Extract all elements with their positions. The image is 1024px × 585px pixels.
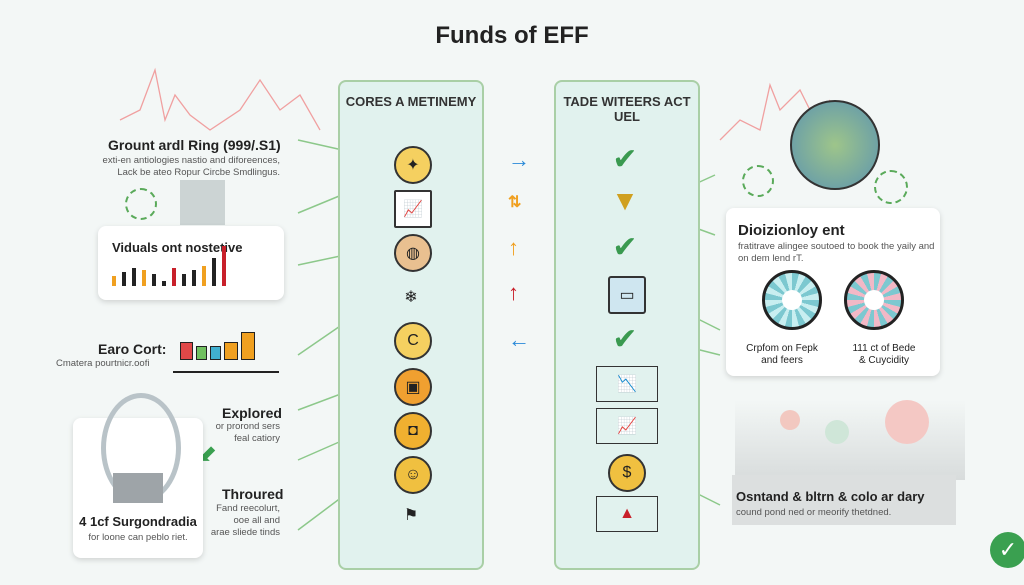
note-desc: cound pond ned or meorify thetdned. [736,507,892,518]
city-illustration [735,400,965,480]
bottom-note: Osntand & bltrn & colo ar dary cound pon… [732,475,956,525]
desc-line: Fand reecolurt, [216,503,280,514]
arrow-left-icon: ← [508,327,530,352]
bar-chart-card: Viduals ont nostetive [98,226,284,300]
leaf-icon [742,165,774,197]
panel-header: TADE WITEERS ACT UEL [563,94,691,124]
note-title: Osntand & bltrn & colo ar dary [736,489,925,504]
check-badge-icon[interactable]: ✓ [990,532,1024,568]
card-title: Dioizionloy ent [738,222,845,239]
desc-line: arae sliede tinds [210,527,280,538]
arrow-up-red-icon: ↑ [508,280,519,305]
arrow-small-icon: ⇅ [508,194,522,211]
desc-line: or prorond sers [215,421,280,432]
double-arrow-icon [173,371,279,373]
dollar-icon: $ [608,454,646,492]
right-panel: TADE WITEERS ACT UEL ✔ ▼ ✔ ▭ ✔ 📉 📈 $ ▲ [554,80,700,570]
label-line: & Cuycidity [858,355,909,366]
globe-icon [790,100,880,190]
card-title: 4 1cf Surgondradia [79,514,197,529]
coin-icon: ◘ [394,412,432,450]
coin-wave-icon: C [394,322,432,360]
card-desc: fratitrave alingee soutoed to book the y… [738,241,934,265]
check-icon: ✔ [612,230,638,264]
leaf-icon [125,188,157,220]
label-line: and feers [761,355,803,366]
arrow-up-icon: ↑ [508,235,519,260]
item-title: Throured [222,486,284,502]
color-bars-icon [180,332,255,360]
snowflake-icon: ❄ [404,289,418,306]
circle-icon [885,400,929,444]
panel-header: CORES A METINEMY [345,94,477,109]
graph-icon: 📉 [596,366,658,402]
left-panel: CORES A METINEMY ✦ 📈 ◍ ❄ C ▣ ◘ ☺ ⚑ [338,80,484,570]
graph-icon: 📈 [596,408,658,444]
card-title: Viduals ont nostetive [112,240,243,255]
fox-icon: ▼ [611,185,639,216]
face-icon: ☺ [394,456,432,494]
compass-icon: ✦ [394,146,432,184]
building-icon [180,180,225,225]
basket-icon: ▣ [394,368,432,406]
arrow-right-icon: → [508,147,530,172]
item-desc: exti-en antiologies nastio and diforeenc… [95,155,280,179]
person-card: 4 1cf Surgondradia for loone can peblo r… [73,393,203,558]
desc-line: fratitrave alingee soutoed to book the y… [738,241,935,252]
donut-icon [762,270,822,330]
mini-bars [112,246,226,286]
item-desc: Cmatera pourtnicr.oofi [56,358,150,369]
donut-label: 111 ct of Bede& Cuycidity [834,343,934,367]
desc-line: exti-en antiologies nastio and diforeenc… [102,155,280,166]
check-icon: ✔ [612,142,638,176]
person-body [113,473,163,503]
desc-line: ooe all and [233,515,280,526]
desc-line: on dem lend rT. [738,253,804,264]
desc-line: feal catiory [234,433,280,444]
desc-line: Lack be ateo Ropur Circbe Smdlingus. [117,167,280,178]
card-desc: for loone can peblo riet. [88,532,188,543]
signpost-icon: ⚑ [403,507,419,524]
label-line: Crpfom on Fepk [746,343,818,354]
warning-icon: ▲ [596,496,658,532]
item-title: Earo Cort: [98,341,167,357]
page-title: Funds of EFF [435,22,589,49]
tag-icon: ▭ [608,276,646,314]
item-title: Grount ardl Ring (999/.S1) [108,137,281,153]
donut-icon [844,270,904,330]
label-line: 111 ct of Bede [852,343,916,354]
check-icon: ✔ [612,322,638,356]
globe-icon: ◍ [394,234,432,272]
leaf-icon [874,170,908,204]
item-title: Explored [222,405,282,421]
info-card: Dioizionloy ent fratitrave alingee souto… [726,208,940,376]
chart-icon: 📈 [394,190,432,228]
